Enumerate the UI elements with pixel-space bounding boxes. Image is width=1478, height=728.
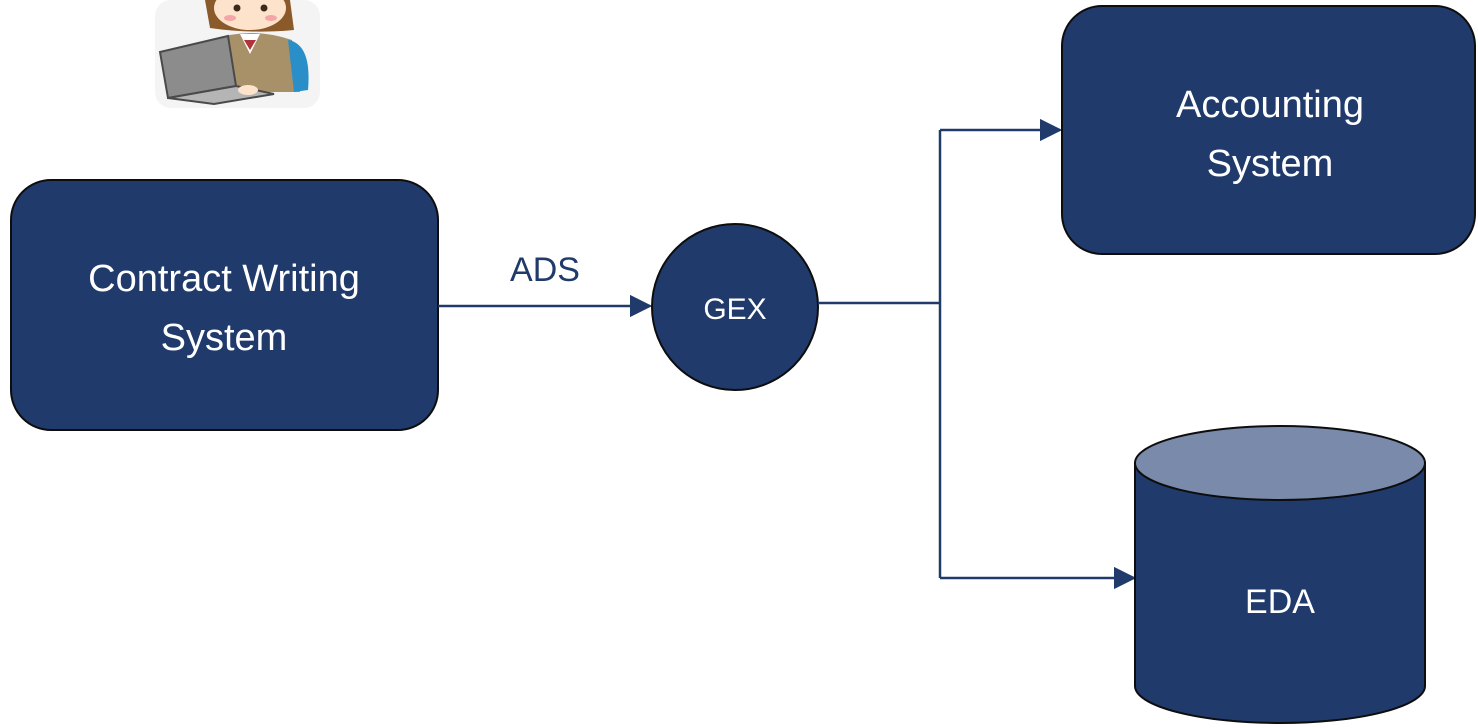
eda-cylinder-top xyxy=(1134,425,1426,501)
contract-writing-system-label-line1: Contract Writing xyxy=(88,258,360,300)
gex-output-connectors xyxy=(818,118,1137,590)
gex-label: GEX xyxy=(703,293,766,326)
gex-node: GEX xyxy=(651,223,819,391)
accounting-system-label-line1: Accounting xyxy=(1176,84,1364,126)
eda-label: EDA xyxy=(1245,583,1315,621)
office-worker-icon xyxy=(155,0,320,108)
eda-database-node: EDA xyxy=(1134,425,1426,724)
accounting-system-node: Accounting System xyxy=(1061,5,1476,255)
contract-writing-system-node: Contract Writing System xyxy=(10,179,439,431)
accounting-system-label-line2: System xyxy=(1207,143,1334,185)
contract-writing-system-label-line2: System xyxy=(161,317,288,359)
ads-connector: ADS xyxy=(438,251,653,318)
ads-label: ADS xyxy=(510,251,580,289)
